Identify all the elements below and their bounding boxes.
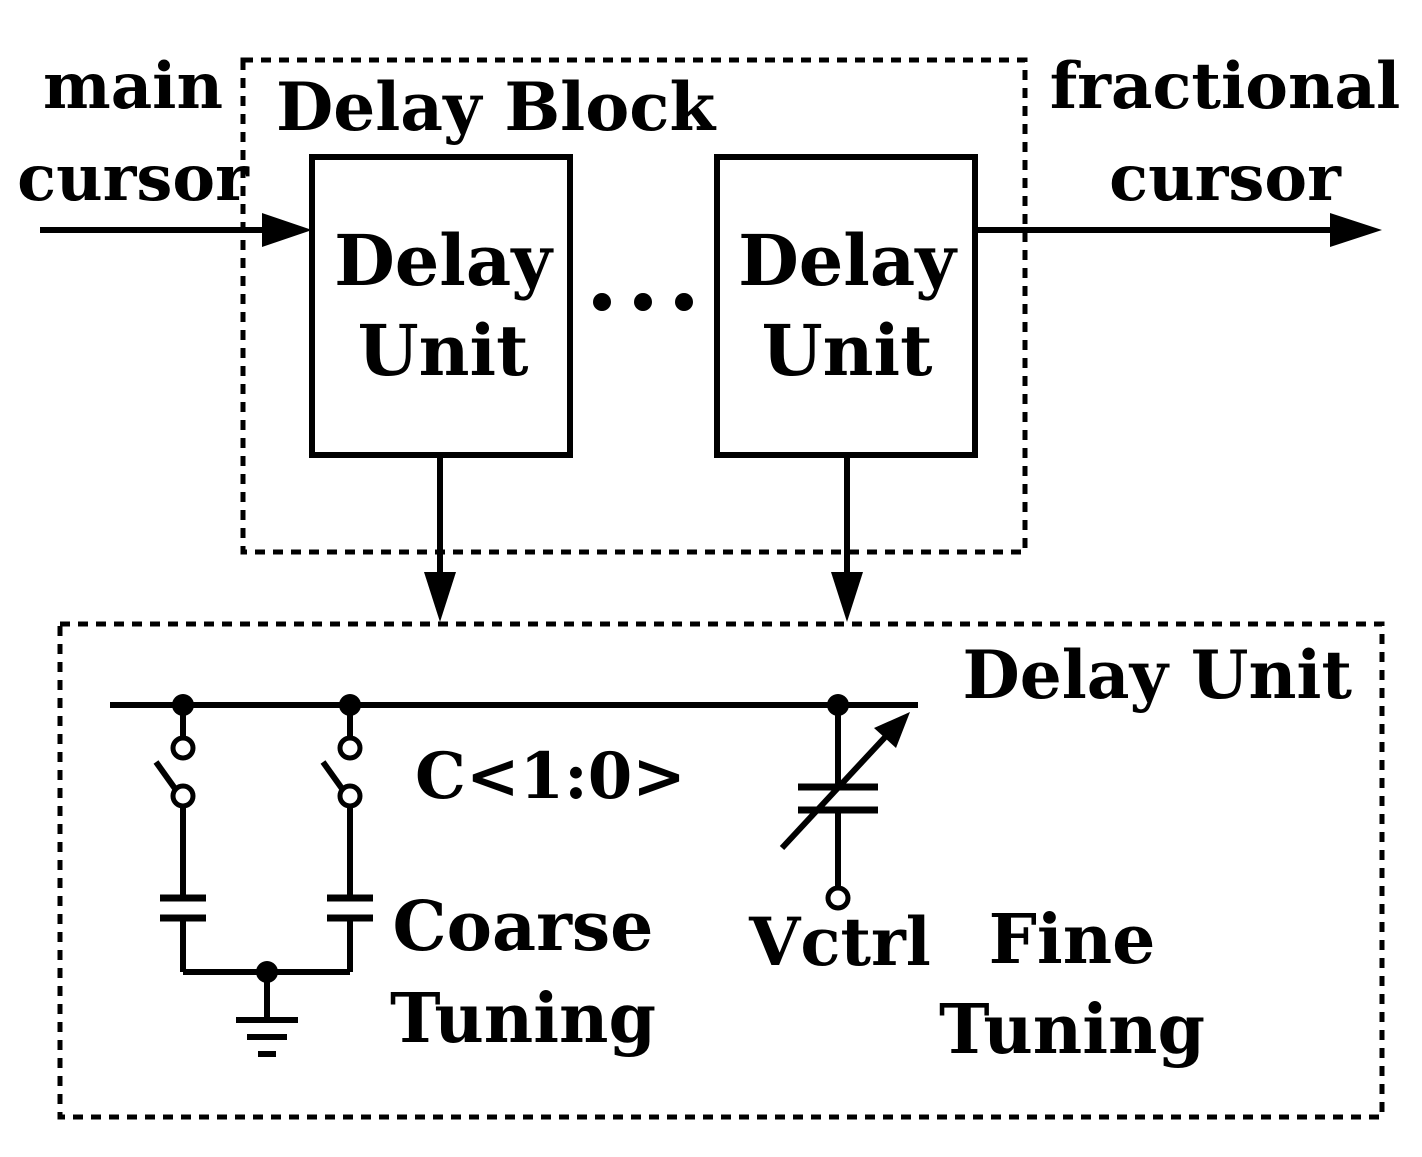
fractional-cursor-label-line2: cursor bbox=[1109, 141, 1342, 216]
fine-tuning-label-line1: Fine bbox=[989, 900, 1156, 980]
ellipsis-dot bbox=[593, 293, 611, 311]
delay-unit-box-2 bbox=[714, 154, 978, 458]
fractional-cursor-label-line1: fractional bbox=[1050, 49, 1401, 124]
delay-unit-detail-boundary bbox=[57, 621, 1385, 1120]
coarse-switch-1 bbox=[153, 705, 196, 898]
main-cursor-label-line1: main bbox=[43, 49, 223, 124]
delay-unit-2-label-line1: Delay bbox=[738, 219, 958, 302]
fine-tuning-label-line2: Tuning bbox=[939, 990, 1205, 1070]
ellipsis-dot bbox=[634, 293, 652, 311]
delay-unit-box-1 bbox=[309, 154, 573, 458]
main-cursor-arrowhead bbox=[262, 213, 312, 247]
coarse-tuning-label-line2: Tuning bbox=[390, 979, 656, 1059]
delay-unit-2-label-line2: Unit bbox=[762, 309, 933, 392]
delay-block-title: Delay Block bbox=[276, 68, 716, 146]
delay-unit-detail-title: Delay Unit bbox=[963, 636, 1353, 714]
unit1-down-arrowhead bbox=[424, 572, 456, 622]
unit2-down-arrowhead bbox=[831, 572, 863, 622]
vctrl-terminal bbox=[825, 885, 851, 911]
vctrl-label: Vctrl bbox=[748, 903, 931, 981]
coarse-capacitor-2 bbox=[327, 894, 373, 972]
delay-unit-1-label-line1: Delay bbox=[334, 219, 554, 302]
fractional-cursor-arrowhead bbox=[1330, 213, 1382, 247]
control-bits-label: C<1:0> bbox=[415, 739, 686, 814]
main-cursor-label-line2: cursor bbox=[17, 141, 250, 216]
ground-icon bbox=[236, 972, 298, 1057]
coarse-capacitor-1 bbox=[160, 894, 206, 972]
coarse-tuning-label-line1: Coarse bbox=[393, 887, 654, 967]
delay-block-boundary bbox=[240, 57, 1028, 555]
ellipsis-dot bbox=[675, 293, 693, 311]
delay-unit-1-label-line2: Unit bbox=[358, 309, 529, 392]
variable-capacitor-icon bbox=[779, 705, 910, 888]
coarse-switch-2 bbox=[320, 705, 363, 898]
